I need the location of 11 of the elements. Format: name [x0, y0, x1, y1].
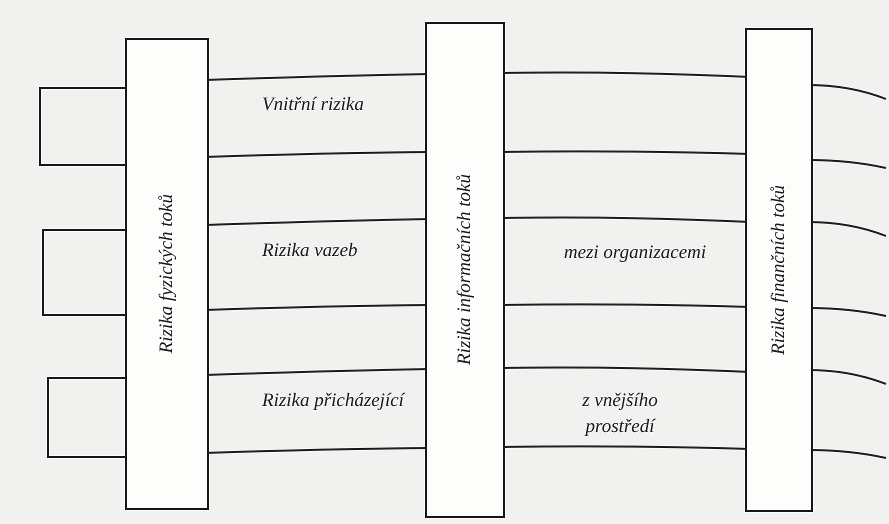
band-label: z vnějšího prostředí	[581, 389, 659, 439]
band-label: Rizika přicházející	[262, 389, 406, 413]
vertical-box	[745, 28, 813, 512]
band-label: Vnitřní rizika	[262, 93, 365, 117]
vertical-box	[425, 22, 505, 518]
band-label: Rizika vazeb	[262, 239, 359, 263]
box-title: Rizika informačních toků	[454, 174, 476, 366]
vertical-box	[125, 38, 209, 510]
box-title: Rizika finančních toků	[768, 185, 790, 355]
band-label: mezi organizacemi	[562, 241, 708, 265]
box-title: Rizika fyzických toků	[156, 194, 178, 354]
